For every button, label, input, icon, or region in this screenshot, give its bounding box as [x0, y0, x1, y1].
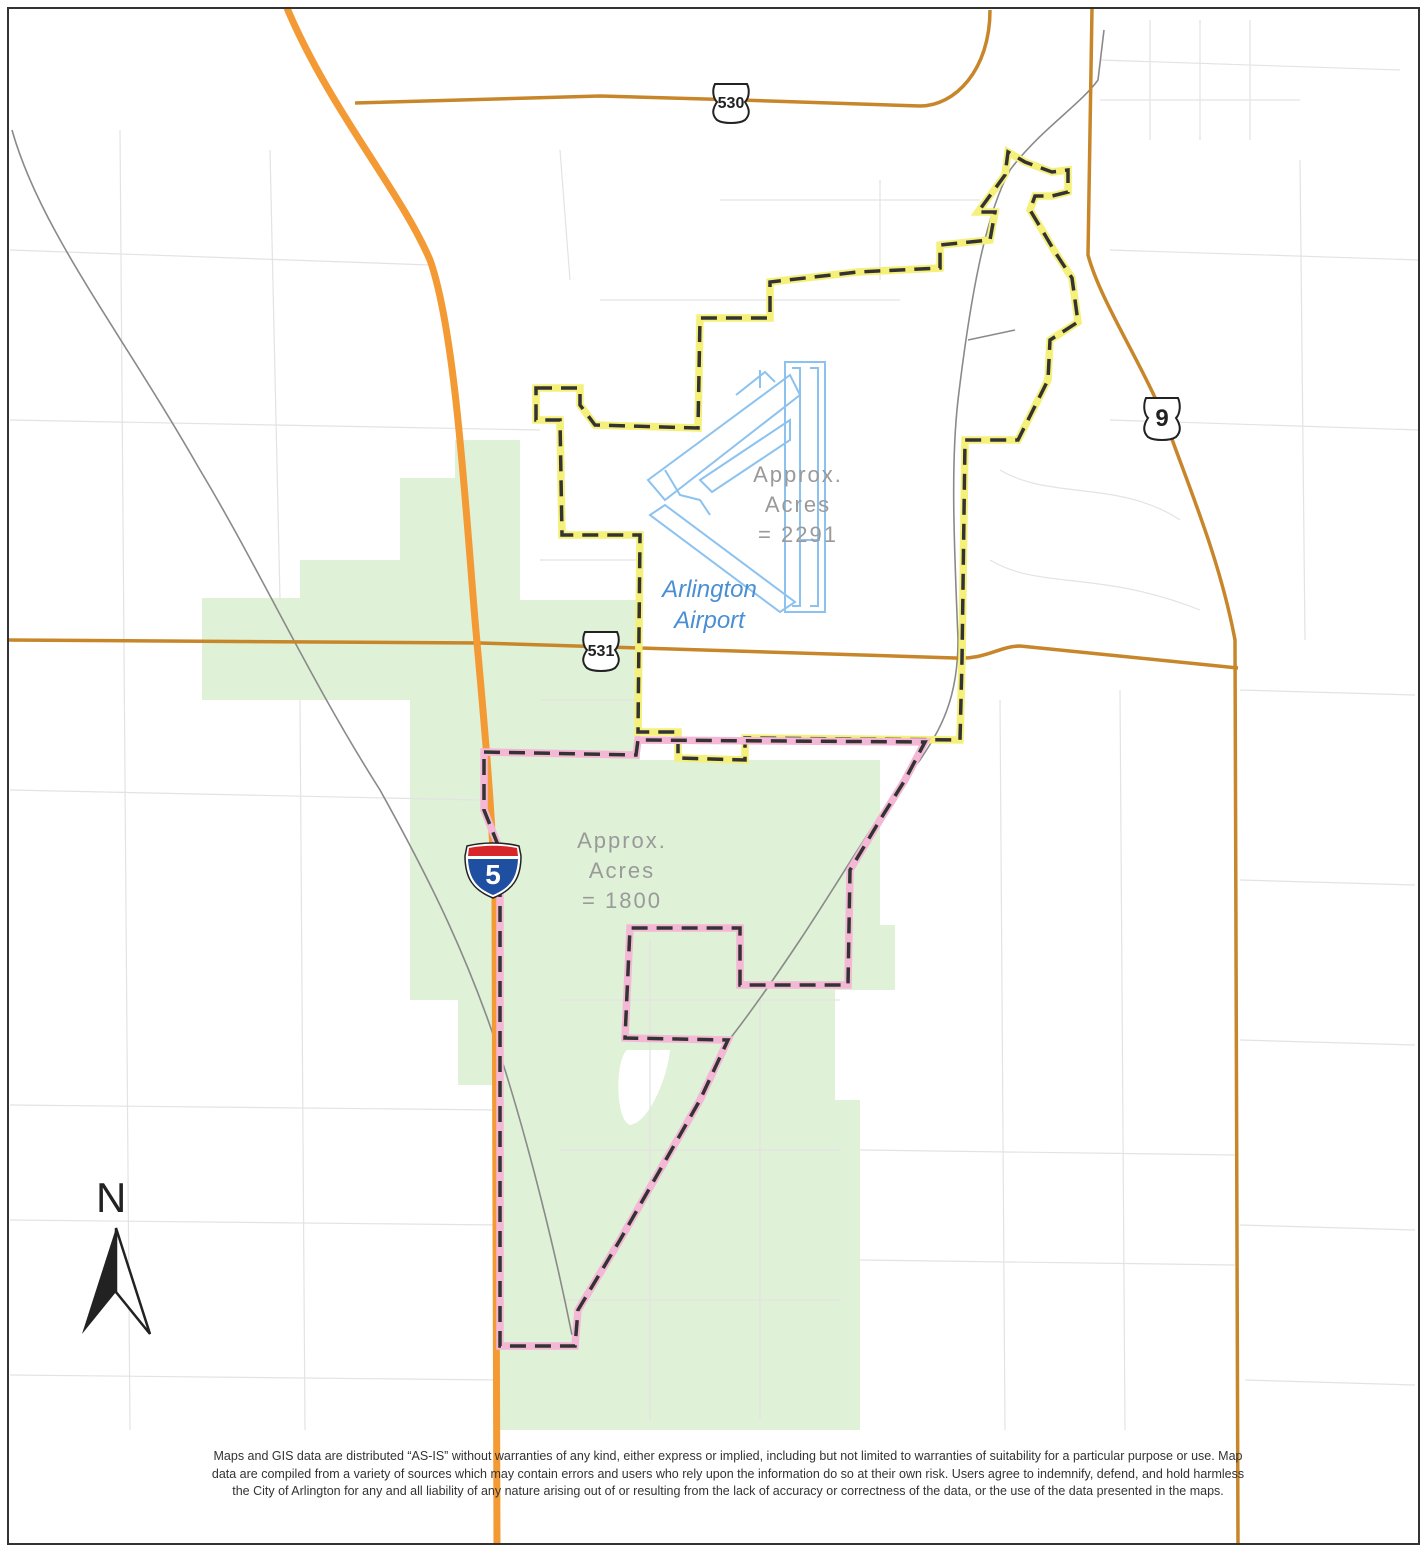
sr530-road [354, 9, 992, 108]
sr530-label: 530 [718, 95, 745, 112]
railroad-lines [11, 29, 1105, 1336]
map-frame [7, 7, 1420, 1545]
airport-label-line2: Airport [674, 607, 745, 634]
sr9-shield-icon: 9 [1143, 397, 1181, 441]
sr531-shield-icon: 531 [582, 631, 620, 672]
sr531-label: 531 [588, 643, 615, 660]
local-roads [9, 20, 1421, 1431]
north-acres-label: Approx. Acres = 2291 [738, 460, 858, 550]
airport-runways [646, 361, 826, 614]
north-acres-line2: Acres [764, 492, 832, 517]
south-acres-line2: Acres [588, 858, 656, 883]
sr9-label: 9 [1155, 405, 1168, 432]
sr9-road [1086, 7, 1240, 1546]
i5-label: 5 [485, 859, 501, 890]
south-acres-line3: = 1800 [582, 888, 662, 913]
green-area [202, 440, 895, 1430]
south-acres-line1: Approx. [577, 828, 667, 853]
sr530-shield-icon: 530 [712, 83, 750, 124]
i5-shield-icon: 5 [464, 842, 522, 899]
sr531-road [7, 638, 1239, 670]
south-acres-label: Approx. Acres = 1800 [562, 826, 682, 916]
disclaimer-text: Maps and GIS data are distributed “AS-IS… [211, 1449, 1245, 1498]
south-boundary [480, 736, 932, 1350]
north-acres-line1: Approx. [753, 462, 843, 487]
airport-label-line1: Arlington [662, 576, 757, 603]
north-boundary [532, 145, 1083, 764]
north-arrow-icon [82, 1227, 152, 1335]
north-arrow-letter: N [96, 1174, 127, 1221]
airport-label: Arlington Airport [642, 574, 777, 636]
north-acres-line3: = 2291 [758, 522, 838, 547]
